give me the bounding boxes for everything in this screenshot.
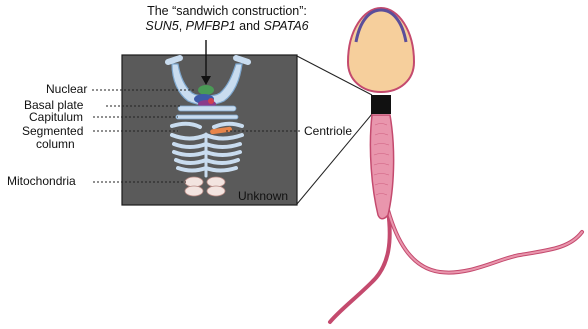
diagram-title: The “sandwich construction”: SUN5, PMFBP… bbox=[112, 4, 342, 34]
sun5-protein bbox=[198, 85, 214, 95]
label-column: column bbox=[36, 138, 75, 151]
sperm-midpiece bbox=[370, 115, 393, 219]
label-centriole: Centriole bbox=[304, 125, 352, 138]
gene-spata6: SPATA6 bbox=[263, 19, 308, 33]
neck-box bbox=[371, 95, 391, 114]
gene-pmfbp1: PMFBP1 bbox=[186, 19, 236, 33]
basal-plate bbox=[178, 106, 236, 111]
sperm-head bbox=[348, 8, 414, 92]
title-line1: The “sandwich construction”: bbox=[112, 4, 342, 19]
label-unknown: Unknown bbox=[238, 190, 288, 203]
label-nuclear: Nuclear bbox=[46, 83, 87, 96]
sperm-tail bbox=[330, 210, 582, 322]
title-line2: SUN5, PMFBP1 and SPATA6 bbox=[112, 19, 342, 34]
label-capitulum: Capitulum bbox=[29, 111, 83, 124]
capitulum bbox=[176, 115, 238, 119]
label-mitochondria: Mitochondria bbox=[7, 175, 76, 188]
gene-sun5: SUN5 bbox=[145, 19, 178, 33]
